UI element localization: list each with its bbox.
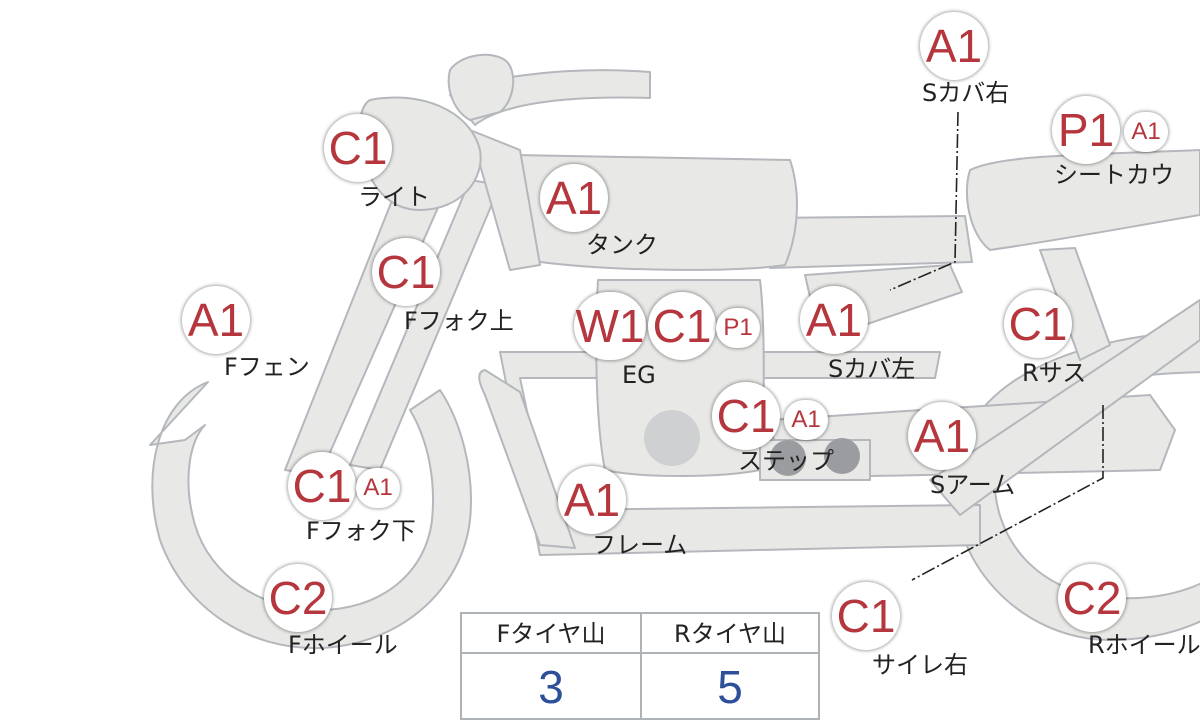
rear-tire-header: Rタイヤ山 <box>642 614 818 654</box>
top-tube-shape <box>469 129 541 271</box>
front-wheel-shape <box>149 381 472 650</box>
step-peg-right-shape <box>824 438 860 474</box>
label-r-sus: Rサス <box>1022 359 1087 387</box>
badge-eg-3: P1 <box>716 308 760 348</box>
tire-tread-table: Fタイヤ山 Rタイヤ山 3 5 <box>460 612 820 720</box>
leader-s-cover-right <box>889 111 959 291</box>
badge-s-cover-left-1: A1 <box>800 286 868 354</box>
badge-silencer-right-1: C1 <box>832 582 900 650</box>
label-seat-cover: シートカウ <box>1054 161 1174 189</box>
badge-s-cover-right-1: A1 <box>920 12 988 80</box>
label-step: ステップ <box>738 447 834 475</box>
frame-inner-shape <box>478 369 576 549</box>
badge-s-arm-1: A1 <box>908 402 976 470</box>
badge-f-fork-lower-2: A1 <box>356 468 400 508</box>
label-light: ライト <box>358 183 430 211</box>
step-peg-left-shape <box>770 440 806 476</box>
label-s-arm: Sアーム <box>930 471 1016 499</box>
label-s-cover-right: Sカバ右 <box>922 79 1010 107</box>
leader-silencer-right <box>911 405 1104 581</box>
badge-f-fork-upper-1: C1 <box>372 238 440 306</box>
front-tire-value: 3 <box>538 661 564 713</box>
table-divider <box>640 614 642 720</box>
badge-eg-2: C1 <box>648 292 716 360</box>
engine-cover-shape <box>644 410 700 466</box>
badge-light-1: C1 <box>324 114 392 182</box>
label-f-fender: Fフェン <box>224 353 310 381</box>
label-s-cover-left: Sカバ左 <box>828 355 916 383</box>
front-tire-header: Fタイヤ山 <box>462 614 640 654</box>
label-frame: フレーム <box>592 531 688 559</box>
label-tank: タンク <box>586 231 658 259</box>
label-f-fork-upper: Fフォク上 <box>404 307 514 335</box>
label-f-wheel: Fホイール <box>288 631 398 659</box>
badge-step-2: A1 <box>784 400 828 440</box>
badge-r-wheel-1: C2 <box>1058 564 1126 632</box>
label-eg: EG <box>622 361 656 389</box>
badge-f-fork-lower-1: C1 <box>288 452 356 520</box>
badge-tank-1: A1 <box>540 164 608 232</box>
badge-eg-1: W1 <box>574 292 646 360</box>
label-silencer-right: サイレ右 <box>872 651 968 679</box>
mirror-shape <box>447 53 515 121</box>
label-r-wheel: Rホイール <box>1088 631 1200 659</box>
label-f-fork-lower: Fフォク下 <box>306 517 416 545</box>
rear-tire-value: 5 <box>717 661 743 713</box>
rear-stay-shape <box>929 299 1200 516</box>
badge-seat-cover-1: P1 <box>1052 96 1120 164</box>
badge-r-sus-1: C1 <box>1004 290 1072 358</box>
badge-f-fender-1: A1 <box>182 286 250 354</box>
badge-step-1: C1 <box>712 382 780 450</box>
seat-shape <box>966 149 1200 251</box>
badge-seat-cover-2: A1 <box>1124 112 1168 152</box>
badge-frame-1: A1 <box>558 466 626 534</box>
badge-f-wheel-1: C2 <box>264 564 332 632</box>
